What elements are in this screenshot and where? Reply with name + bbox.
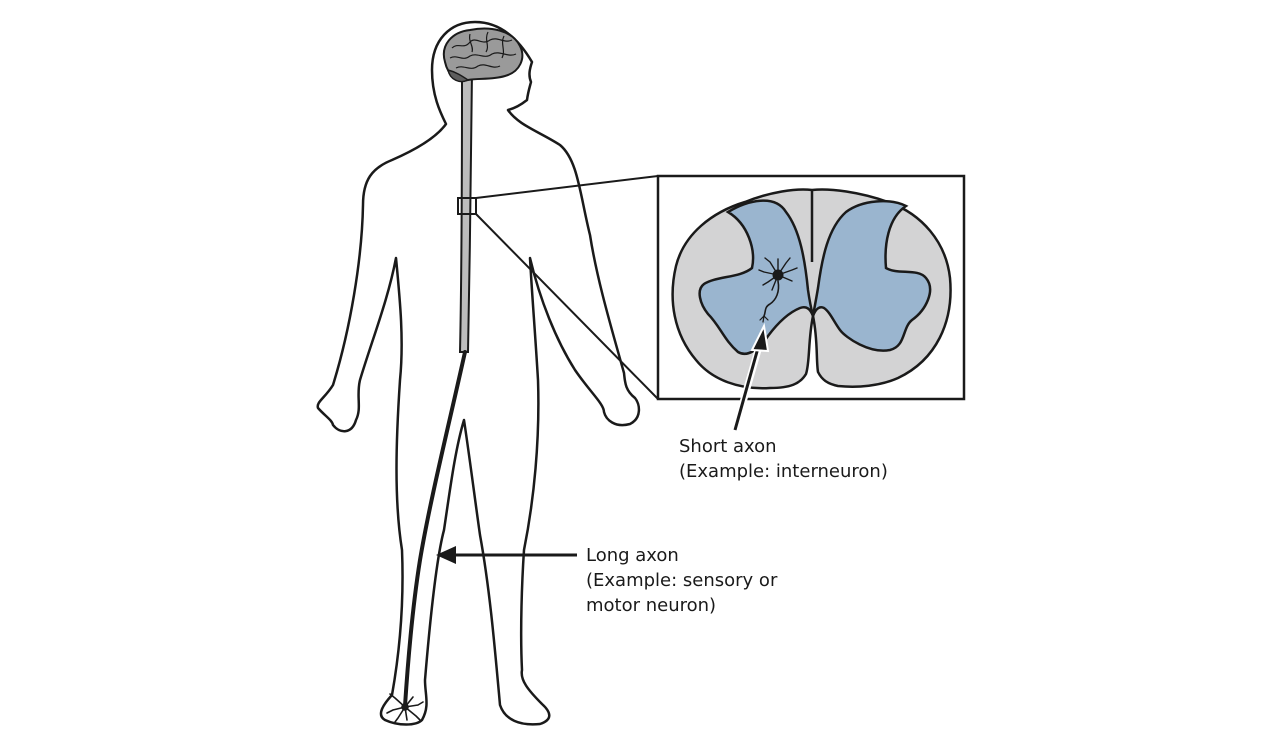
zoom-line-top <box>475 175 659 199</box>
long-axon-example-line2: motor neuron) <box>586 595 717 616</box>
long-axon-example-line1: (Example: sensory or <box>586 570 778 591</box>
short-axon-label: Short axon (Example: interneuron) <box>679 434 888 484</box>
zoom-line-bottom <box>475 213 659 400</box>
long-axon-arrow <box>436 546 577 564</box>
spinal-cord <box>458 71 474 353</box>
brain <box>442 27 524 83</box>
short-axon-example: (Example: interneuron) <box>679 461 888 482</box>
gray-matter <box>698 199 932 355</box>
short-axon-arrow <box>731 322 770 431</box>
human-body-outline <box>316 20 641 726</box>
foot-nerve-ending <box>386 693 424 723</box>
long-axon <box>403 350 467 708</box>
long-axon-title: Long axon <box>586 545 679 566</box>
short-axon-title: Short axon <box>679 436 777 457</box>
long-axon-label: Long axon (Example: sensory or motor neu… <box>586 543 777 618</box>
inset-marker-box <box>457 197 477 215</box>
interneuron <box>758 257 798 323</box>
